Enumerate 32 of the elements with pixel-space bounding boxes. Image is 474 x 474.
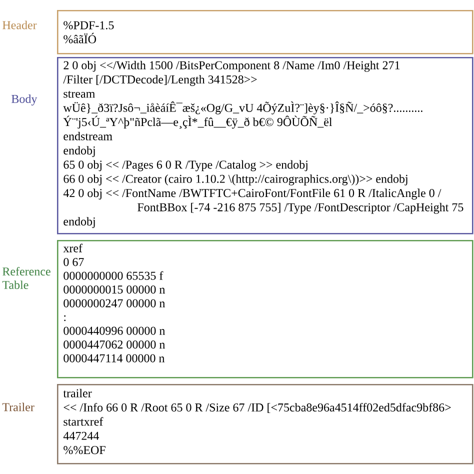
code-line: 0 67	[64, 258, 84, 266]
code-line: 66 0 obj << /Creator (cairo 1.10.2 \(http://cairographics.org\))>> endobj	[64, 174, 408, 186]
code-line: 2 0 obj <</Width 1500 /BitsPerComponent 8 /Name /Im0 /Height 271	[64, 60, 400, 72]
code-line: 0000000247 00000 n	[64, 299, 166, 308]
code-line: %âãÏÓ	[64, 32, 96, 44]
code-line: %%EOF	[64, 446, 106, 454]
code-line: 42 0 obj << /FontName /BWTFTC+CairoFont/FontFile 61 0 R /ItalicAngle 0 /	[63, 188, 442, 200]
code-line: endobj	[64, 217, 95, 228]
code-line: stream	[64, 90, 95, 98]
code-line: << /Info 66 0 R /Root 65 0 R /Size 67 /ID [<75cba8e96a4514ff02ed5dfac9bf86>	[64, 402, 451, 413]
section-label: Header	[2, 20, 37, 30]
code-line: trailer	[63, 388, 92, 398]
code-line: wÜê}_ð3ï?Jsô¬_iåèáíÊ¯æš¿«Og/G_vU 4ÕýZuÌ?¨]èy§·}Î§Ñ/_>óô§?..........	[63, 102, 422, 114]
code-line: 0000447114 00000 n	[64, 354, 165, 362]
section-label: Trailer	[2, 402, 34, 412]
code-line: 65 0 obj << /Pages 6 0 R /Type /Catalog >> endobj	[64, 160, 308, 172]
code-line: %PDF-1.5	[64, 21, 114, 30]
code-line: 0000000015 00000 n	[64, 285, 166, 294]
code-line: startxref	[64, 417, 104, 426]
code-line: endstream	[64, 132, 112, 140]
code-line: 0000447062 00000 n	[64, 340, 166, 349]
code-line: 0000440996 00000 n	[64, 326, 166, 335]
section-label: Body	[12, 94, 38, 106]
code-line: xref	[63, 244, 83, 252]
code-line: Ý¨'j5‹Ú_ªY^þ"ñPclã—e¸çÌ*_fû__€ÿ_ð b€© 9ÔÙÕÑ_ël	[63, 116, 332, 129]
code-line: FontBBox [-74 -216 875 755] /Type /FontDescriptor /CapHeight 75	[138, 202, 464, 214]
code-line: endobj	[64, 146, 95, 157]
code-line: /Filter [/DCTDecode]/Length 341528>>	[63, 75, 257, 86]
section-label: Reference Table	[2, 266, 50, 290]
code-line: 447244	[63, 432, 100, 440]
code-line: 0000000000 65535 f	[64, 271, 164, 280]
code-line: :	[64, 315, 66, 322]
